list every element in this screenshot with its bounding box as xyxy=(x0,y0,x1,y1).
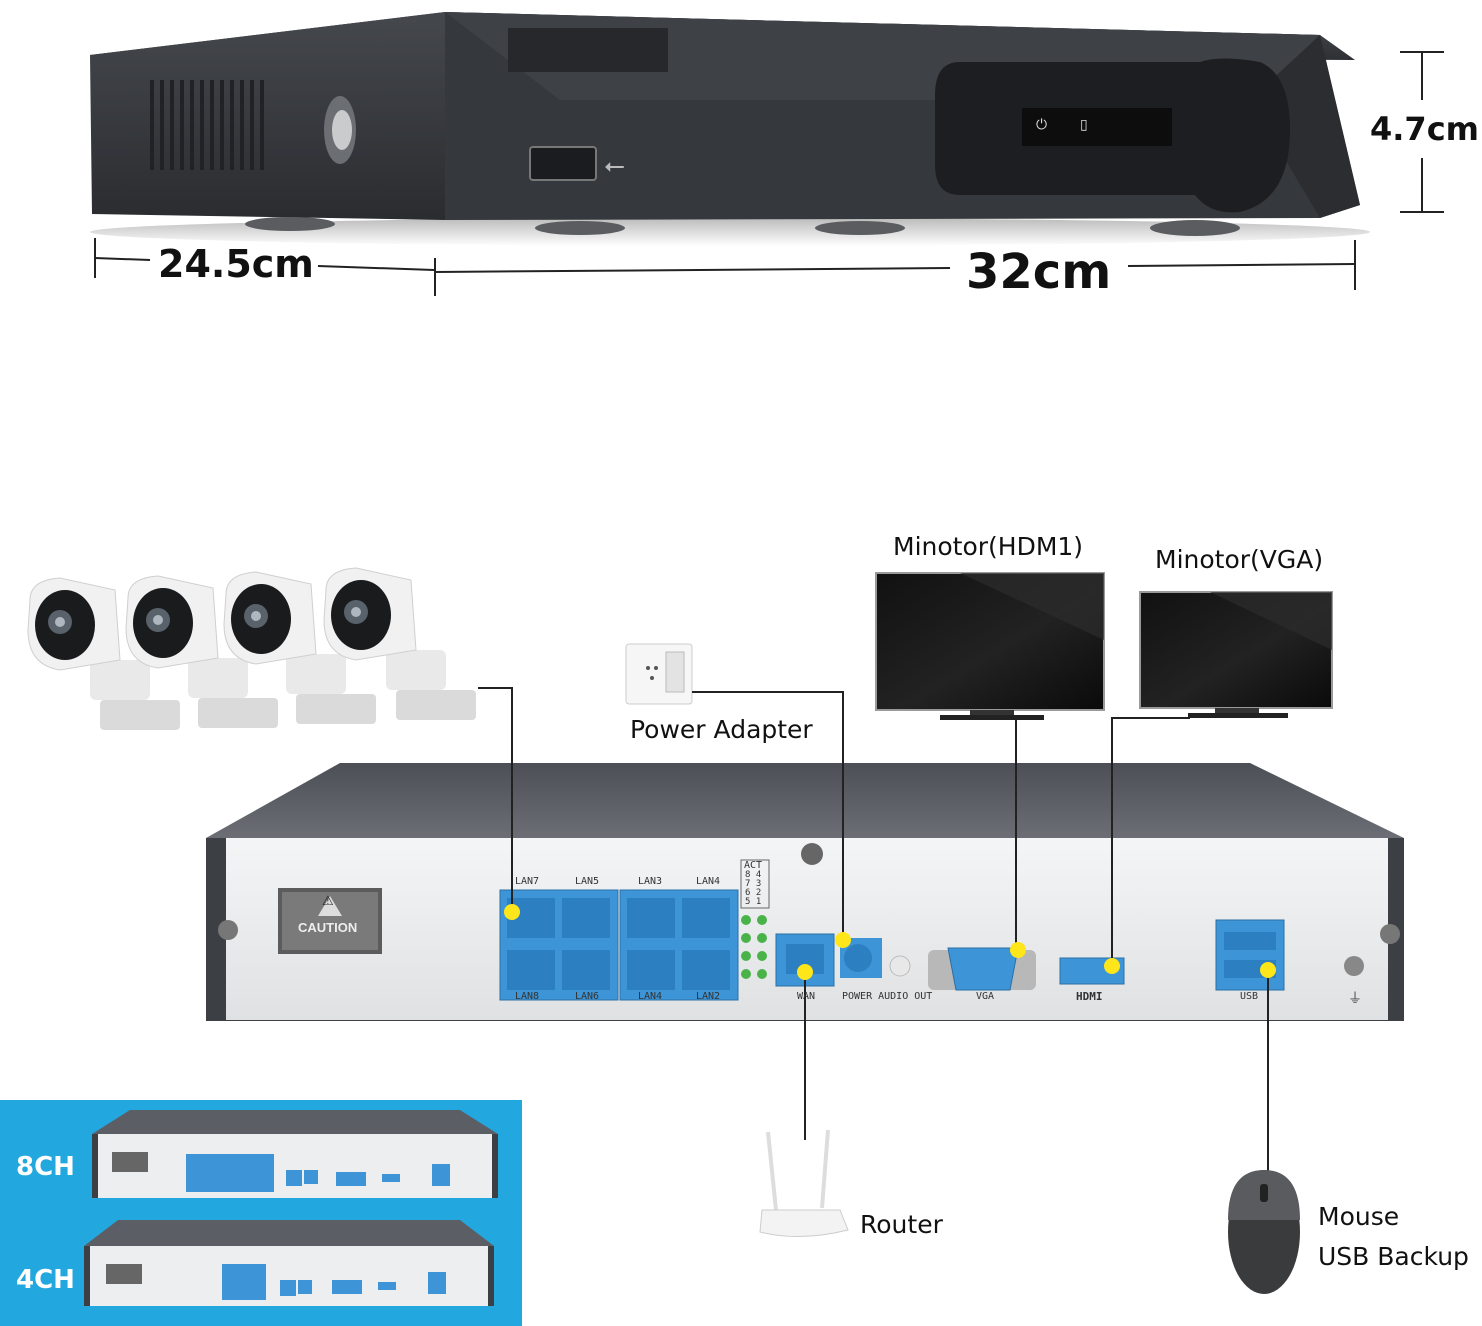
mouse-device xyxy=(1228,1170,1300,1294)
lan-label-bottom-1: LAN8 xyxy=(515,991,540,1002)
lan-label-top-1: LAN7 xyxy=(515,876,540,887)
usb-label: USB xyxy=(1240,991,1259,1002)
act-row-4: 5 1 xyxy=(745,897,762,907)
act-row-1: 8 4 xyxy=(745,870,762,880)
monitor-vga-label: Minotor(VGA) xyxy=(1155,545,1324,574)
height-dimension: 4.7cm xyxy=(1370,110,1479,148)
monitor-vga xyxy=(1139,591,1333,718)
hdmi-label: HDMI xyxy=(1076,990,1103,1003)
mouse-label: Mouse xyxy=(1318,1202,1400,1231)
variants-illustration xyxy=(84,1110,498,1306)
usb-backup-label: USB Backup xyxy=(1318,1242,1469,1271)
width-dimension: 32cm xyxy=(966,244,1112,300)
connection-diagram xyxy=(27,567,1404,1294)
act-row-3: 6 2 xyxy=(745,888,762,898)
variant-4ch-label: 4CH xyxy=(16,1265,75,1295)
vga-label: VGA xyxy=(976,991,995,1002)
variant-8ch-label: 8CH xyxy=(16,1152,75,1182)
caution-label: CAUTION xyxy=(298,920,358,935)
hdd-icon: ▯ xyxy=(1080,116,1088,132)
power-socket xyxy=(625,643,693,705)
router-device xyxy=(759,1129,849,1237)
power-audio-label: POWER AUDIO OUT xyxy=(842,991,933,1002)
depth-dimension: 24.5cm xyxy=(158,242,314,286)
lan-label-bottom-4: LAN2 xyxy=(696,991,721,1002)
monitor-hdmi-label: Minotor(HDM1) xyxy=(893,532,1084,561)
lan-label-top-2: LAN5 xyxy=(575,876,600,887)
act-header: ACT xyxy=(744,860,763,871)
lan-label-bottom-3: LAN4 xyxy=(638,991,663,1002)
monitor-hdmi xyxy=(875,572,1105,720)
ground-icon: ⏚ xyxy=(1348,990,1362,1006)
power-adapter-label: Power Adapter xyxy=(630,715,813,744)
router-label: Router xyxy=(860,1210,943,1239)
wan-label: WAN xyxy=(797,991,816,1002)
warning-icon: ⚠ xyxy=(322,893,334,908)
nvr-front-illustration xyxy=(90,12,1444,296)
usb-icon: ⭠ xyxy=(604,150,625,180)
camera-group xyxy=(27,567,476,730)
lan-label-bottom-2: LAN6 xyxy=(575,991,600,1002)
lan-label-top-3: LAN3 xyxy=(638,876,663,887)
act-row-2: 7 3 xyxy=(745,879,762,889)
lan-label-top-4: LAN4 xyxy=(696,876,721,887)
power-icon: ⏻ xyxy=(1036,116,1048,132)
